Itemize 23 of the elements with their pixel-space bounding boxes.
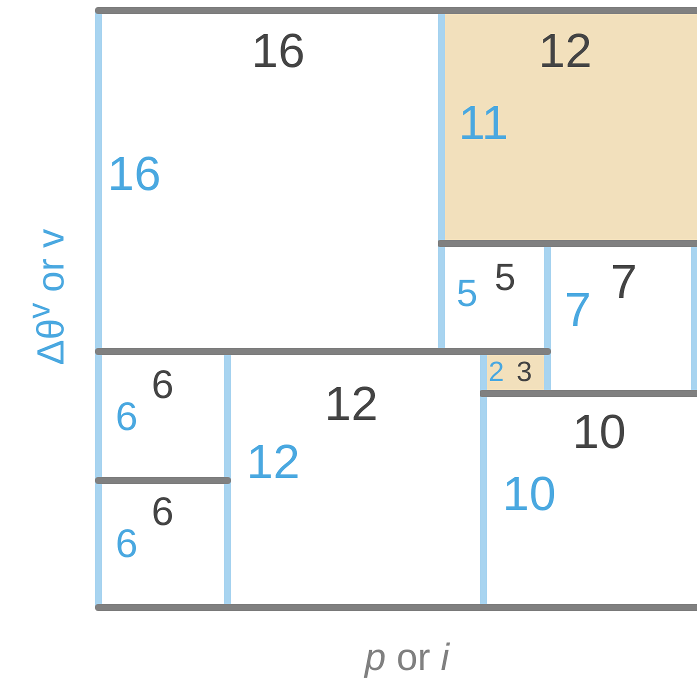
cell-value: 16 bbox=[252, 28, 305, 76]
cell-weight: 5 bbox=[456, 274, 478, 312]
cell-weight: 7 bbox=[564, 286, 592, 334]
cell-weight: 11 bbox=[458, 100, 508, 148]
x-axis-label: p or i bbox=[364, 639, 450, 677]
treemap-cell bbox=[444, 14, 697, 240]
cell-weight: 16 bbox=[108, 150, 161, 198]
cell-value: 10 bbox=[572, 408, 626, 456]
cell-weight: 6 bbox=[116, 524, 138, 564]
cell-weight: 6 bbox=[116, 396, 138, 436]
cell-weight: 10 bbox=[502, 470, 556, 518]
treemap-cell bbox=[486, 354, 544, 390]
cell-value: 3 bbox=[516, 358, 532, 386]
cell-value: 5 bbox=[494, 258, 516, 296]
cell-weight: 2 bbox=[488, 358, 504, 386]
cell-weight: 12 bbox=[246, 438, 300, 486]
treemap-cell bbox=[230, 354, 480, 604]
cell-value: 6 bbox=[152, 364, 174, 404]
cell-value: 12 bbox=[324, 380, 378, 428]
cell-value: 6 bbox=[152, 492, 174, 532]
cell-value: 7 bbox=[610, 258, 638, 306]
cell-value: 12 bbox=[538, 28, 592, 76]
treemap-cell bbox=[102, 14, 438, 348]
